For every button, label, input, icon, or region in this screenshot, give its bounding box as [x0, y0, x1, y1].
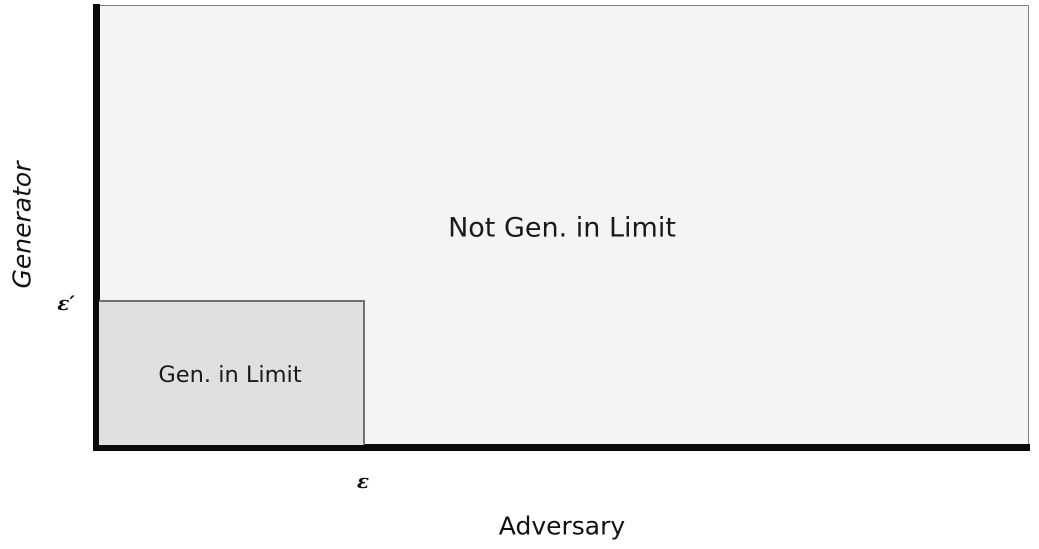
x-axis-label: Adversary [498, 511, 626, 541]
y-axis-label: Generator [7, 161, 37, 289]
y-axis-spine [93, 4, 100, 451]
region-label-gen-in-limit: Gen. in Limit [158, 362, 302, 388]
x-tick-label-epsilon: ε [356, 469, 370, 493]
region-gen-in-limit [99, 300, 365, 445]
x-axis-spine [93, 444, 1030, 451]
y-tick-label-epsilon-prime: ε′ [57, 291, 75, 315]
region-label-not-gen-in-limit: Not Gen. in Limit [448, 212, 676, 244]
